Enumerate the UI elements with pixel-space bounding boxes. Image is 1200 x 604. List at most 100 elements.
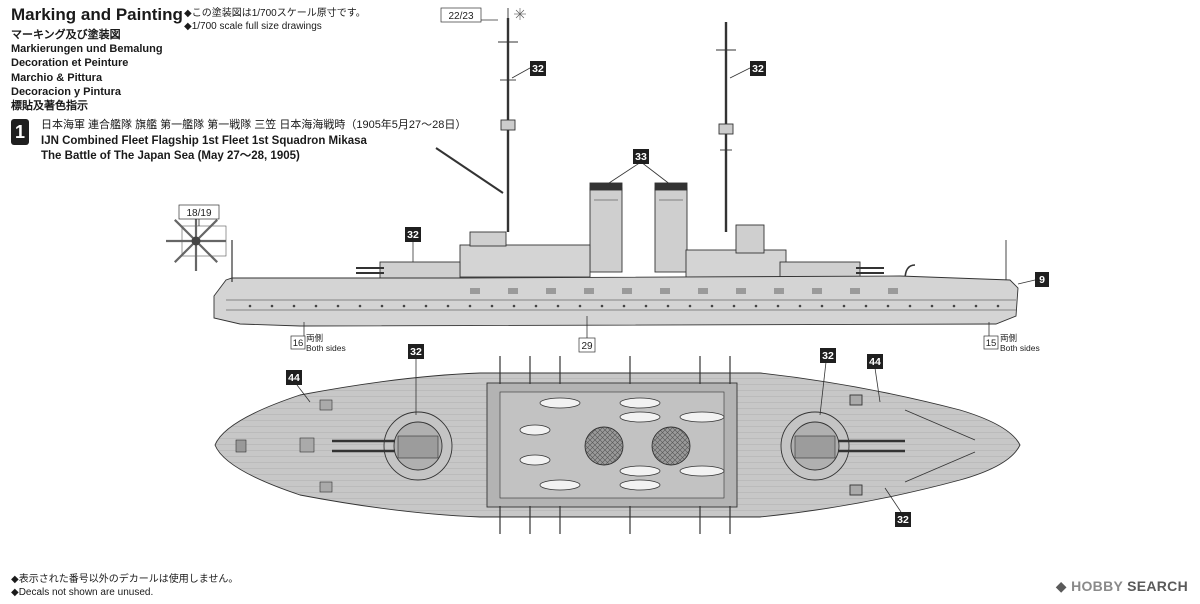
portholes — [248, 288, 1000, 308]
rising-sun-flag-icon — [166, 211, 227, 271]
callout-32-fore-turret-side: 32 — [405, 227, 421, 242]
porthole — [732, 304, 736, 308]
callout-32-label: 32 — [532, 63, 544, 75]
callout-18-19-label: 18/19 — [186, 208, 211, 219]
boat-booms — [499, 356, 731, 534]
porthole — [248, 304, 252, 308]
fore-bridge — [469, 231, 507, 247]
callout-32-label: 32 — [407, 229, 419, 241]
fore-turret-top — [332, 411, 453, 481]
callout-22-23: 22/23 — [440, 7, 482, 23]
boat — [539, 479, 581, 491]
porthole — [688, 304, 692, 308]
casemate-gun — [888, 288, 898, 294]
scheme-subtitle-en: The Battle of The Japan Sea (May 27〜28, … — [41, 150, 300, 162]
title-translations: マーキング及び塗装図 Markierungen und Bemalung Dec… — [11, 28, 163, 113]
porthole — [842, 304, 846, 308]
page-title: Marking and Painting — [11, 5, 183, 24]
fore-turret-side — [379, 261, 461, 281]
footer-note-en: ◆Decals not shown are unused. — [11, 587, 154, 598]
porthole — [776, 304, 780, 308]
callout-32-aft-turret-top: 32 — [820, 348, 836, 363]
porthole — [930, 304, 934, 308]
porthole — [468, 304, 472, 308]
callout-32-main-mast: 32 — [750, 61, 766, 76]
aft-funnel-top — [651, 426, 691, 466]
callout-33-label: 33 — [635, 151, 647, 163]
porthole — [292, 304, 296, 308]
title-zh: 標貼及著色指示 — [11, 100, 88, 113]
boat — [539, 397, 581, 409]
aft-superstructure — [685, 249, 787, 278]
callout-44-label: 44 — [869, 356, 881, 368]
casemate-gun — [546, 288, 556, 294]
boat — [679, 465, 725, 477]
porthole — [490, 304, 494, 308]
callout-22-23-label: 22/23 — [448, 11, 473, 22]
aft-bridge — [735, 224, 765, 254]
scale-note-jp: ◆この塗装図は1/700スケール原寸です。 — [184, 8, 366, 19]
porthole — [952, 304, 956, 308]
porthole — [864, 304, 868, 308]
flag-ray — [174, 219, 197, 242]
porthole — [578, 304, 582, 308]
porthole — [644, 304, 648, 308]
flag-ray — [174, 240, 197, 263]
casemate-gun — [774, 288, 784, 294]
fore-top-platform — [500, 119, 516, 131]
scheme-number-badge: 1 — [11, 119, 29, 145]
callout-16: 16 両側 Both sides — [290, 333, 346, 353]
porthole — [666, 304, 670, 308]
porthole — [270, 304, 274, 308]
casemate-gun — [622, 288, 632, 294]
boats — [519, 397, 725, 491]
boat — [619, 411, 661, 423]
porthole — [314, 304, 318, 308]
callout-29-label: 29 — [581, 341, 593, 352]
porthole — [534, 304, 538, 308]
title-fr: Decoration et Peinture — [11, 57, 129, 70]
callout-18-19: 18/19 — [178, 204, 220, 220]
casemate-gun — [508, 288, 518, 294]
porthole — [754, 304, 758, 308]
callout-32-label: 32 — [752, 63, 764, 75]
porthole — [358, 304, 362, 308]
porthole — [424, 304, 428, 308]
callout-44-stern: 44 — [286, 370, 302, 385]
porthole — [512, 304, 516, 308]
callout-29: 29 — [578, 337, 596, 353]
fore-funnel-top — [584, 426, 624, 466]
porthole — [798, 304, 802, 308]
fore-superstructure — [459, 244, 591, 278]
callout-44-label: 44 — [288, 372, 300, 384]
callout-32-fore-mast: 32 — [530, 61, 546, 76]
aft-turret-top — [780, 411, 905, 481]
callout-15: 15 両側 Both sides — [983, 333, 1040, 353]
both-sides-en-16: Both sides — [306, 343, 346, 353]
scheme-title-en: IJN Combined Fleet Flagship 1st Fleet 1s… — [41, 134, 367, 147]
porthole — [336, 304, 340, 308]
main-top-platform — [718, 123, 734, 135]
title-es: Decoracion y Pintura — [11, 85, 122, 98]
casemate-gun — [812, 288, 822, 294]
porthole — [600, 304, 604, 308]
boat — [679, 411, 725, 423]
hobbysearch-watermark: ◆ HOBBY SEARCH — [1056, 578, 1188, 595]
porthole — [974, 304, 978, 308]
flag-ray — [195, 219, 218, 242]
casemate-gun — [850, 288, 860, 294]
callout-15-label: 15 — [986, 338, 997, 349]
porthole — [886, 304, 890, 308]
flag-ray — [195, 240, 218, 263]
casemate-gun — [470, 288, 480, 294]
porthole — [820, 304, 824, 308]
scheme-title-jp: 日本海軍 連合艦隊 旗艦 第一艦隊 第一戦隊 三笠 日本海海戦時（1905年5月… — [41, 119, 467, 131]
fore-funnel-cap — [589, 182, 623, 191]
casemate-gun — [736, 288, 746, 294]
side-profile — [166, 8, 1019, 327]
aft-funnel-cap — [654, 182, 688, 191]
casemate-gun — [584, 288, 594, 294]
top-view — [214, 356, 1021, 534]
callout-32-fore-turret-top: 32 — [408, 344, 424, 359]
